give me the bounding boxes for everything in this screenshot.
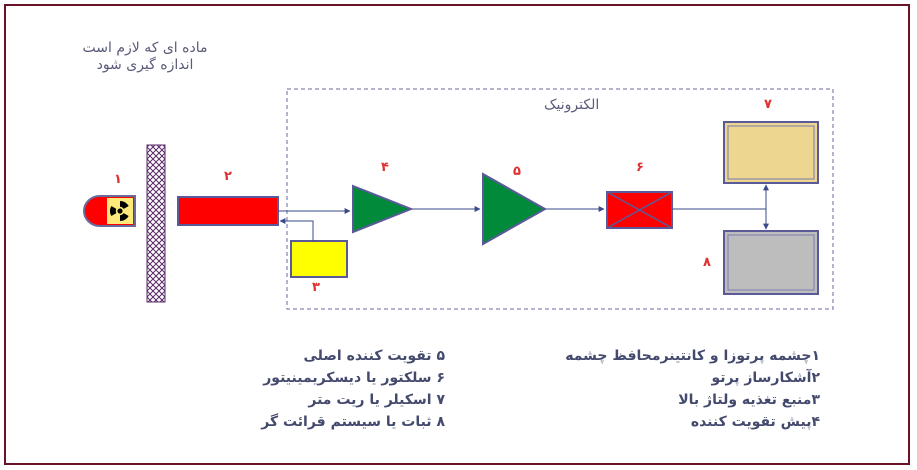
high-voltage-supply [290,240,348,278]
legend-item: ۵ تقویت کننده اصلی [303,348,446,364]
material-label: ماده ای که لازم است اندازه گیری شود [60,40,230,74]
detector [177,196,279,226]
legend-left: ۵ تقویت کننده اصلی ۶ سلکتور یا دیسکریمین… [230,345,445,433]
electronics-label: الکترونیک [544,97,600,113]
legend-item: ۷ اسکیلر یا ریت متر [308,392,445,408]
material-label-line-1: ماده ای که لازم است [82,40,208,56]
label-8: ۸ [703,255,711,270]
legend-item: ۸ ثبات یا سیستم قرائت گر [261,414,445,430]
label-2: ۲ [224,169,232,184]
label-6: ۶ [636,160,644,175]
radiation-source [83,195,136,227]
label-3: ۳ [312,280,320,295]
label-5: ۵ [513,164,521,179]
discriminator [606,191,673,229]
material-label-line-2: اندازه گیری شود [96,57,194,73]
label-7: ۷ [764,97,772,112]
legend-item: ۴پیش تقویت کننده [690,414,820,430]
power-connection [279,218,314,241]
preamplifier [352,184,414,234]
register [723,230,819,295]
legend-item: ۶ سلکتور یا دیسکریمینیتور [263,370,445,386]
main-amplifier [482,172,548,246]
label-1: ۱ [114,172,122,187]
electronics-boundary [286,88,834,310]
radiation-icon [110,201,129,221]
legend-item: ۱چشمه پرتوزا و کانتینرمحافظ چشمه [565,348,820,364]
legend-item: ۳منبع تغذیه ولتاژ بالا [678,392,820,408]
scaler [723,121,819,184]
shielding-wall [146,144,166,303]
legend-right: ۱چشمه پرتوزا و کانتینرمحافظ چشمه ۲آشکارس… [560,345,820,433]
legend-item: ۲آشکارساز پرتو [711,370,820,386]
label-4: ۴ [381,160,389,175]
